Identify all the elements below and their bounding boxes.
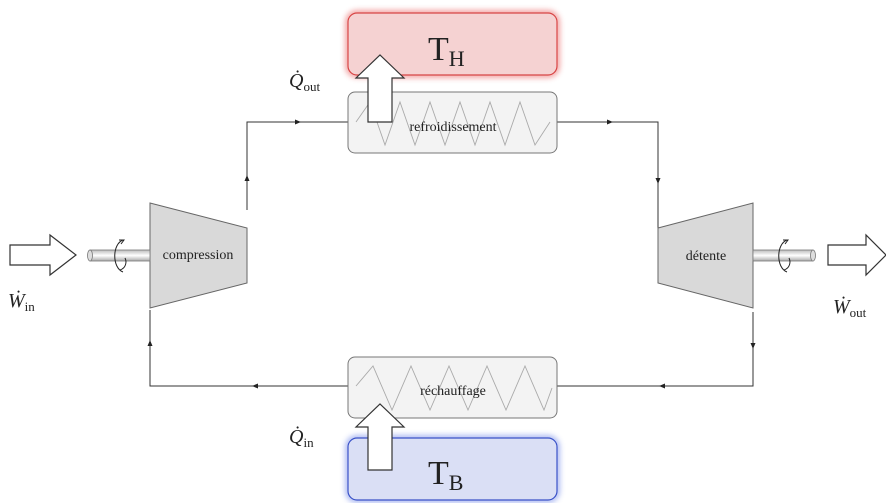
flow-arrow-left-up (147, 340, 153, 346)
heat-out-arrow-icon (354, 54, 406, 123)
cold-reservoir-subscript: B (449, 470, 464, 495)
turbine-label: détente (686, 249, 726, 264)
flow-arrow-right-down-lower (750, 343, 756, 349)
turbine-shaft (752, 239, 816, 273)
svg-text:TH: TH (428, 31, 465, 71)
heat-in-arrow-icon (354, 403, 406, 471)
hot-reservoir-subscript: H (449, 46, 465, 71)
heater-label: réchauffage (420, 384, 486, 399)
heater-exchanger: réchauffage (347, 356, 558, 419)
compressor-label: compression (163, 248, 234, 263)
flow-arrow-bottom-right (659, 383, 665, 389)
compressor-shaft (87, 239, 151, 273)
heater-coil (355, 364, 553, 412)
svg-text:TB: TB (428, 455, 463, 495)
cycle-piping (149, 121, 754, 387)
work-in-label: Ẇin (8, 289, 35, 314)
compressor: compression (149, 202, 248, 309)
compressor-rotation-icon (114, 239, 124, 273)
heat-in-label: Q̇in (289, 425, 314, 450)
cooler-label: refroidissement (409, 120, 496, 135)
heat-in-subscript: in (303, 435, 314, 450)
cooler-coil (355, 100, 551, 147)
heat-out-subscript: out (303, 79, 320, 94)
flow-arrowheads (147, 119, 756, 389)
flow-arrow-bottom-left (252, 383, 258, 389)
work-out-subscript: out (850, 305, 867, 320)
work-out-symbol: Ẇ (833, 295, 852, 318)
work-out-label: Ẇout (833, 295, 867, 320)
heat-out-symbol: Q̇ (289, 69, 304, 92)
heat-out-label: Q̇out (289, 69, 320, 94)
flow-arrow-left-up-upper (244, 175, 250, 181)
turbine: détente (657, 202, 754, 309)
flow-arrow-top-right (607, 119, 613, 125)
work-in-symbol: Ẇ (8, 289, 27, 312)
heat-in-symbol: Q̇ (289, 425, 304, 448)
cold-reservoir: TB (345, 435, 560, 503)
work-in-arrow-icon (9, 233, 77, 277)
cold-reservoir-symbol: T (428, 455, 449, 492)
hot-reservoir-symbol: T (428, 31, 449, 68)
work-in-subscript: in (25, 299, 36, 314)
flow-arrow-top-left (295, 119, 301, 125)
cooler-exchanger: refroidissement (347, 91, 558, 154)
work-out-arrow-icon (827, 233, 886, 277)
turbine-rotation-icon (778, 239, 788, 273)
hot-reservoir: TH (345, 10, 560, 78)
flow-arrow-right-down (655, 178, 661, 184)
